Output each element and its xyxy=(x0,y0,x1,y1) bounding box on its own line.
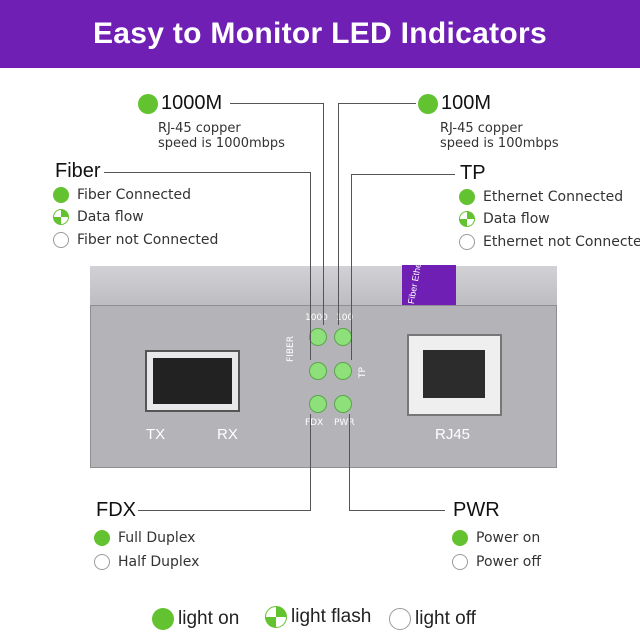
device-label-stamp: Fiber Ethernet xyxy=(402,247,456,305)
leader-line-1000 xyxy=(230,103,324,104)
pwr-item-label: Power off xyxy=(476,554,541,570)
led-100-label: 100 xyxy=(336,313,354,323)
leader-line-tp xyxy=(351,174,352,360)
led-on-icon xyxy=(459,189,475,205)
led-fdx-label: FDX xyxy=(305,418,324,428)
fdx-item-label: Full Duplex xyxy=(118,530,196,546)
fiber-item-label: Fiber not Connected xyxy=(77,232,219,248)
legend-light-flash: light flash xyxy=(265,606,371,628)
tp-item: Data flow xyxy=(459,211,550,227)
fdx-item-label: Half Duplex xyxy=(118,554,200,570)
led-fiber-label: FIBER xyxy=(286,336,296,362)
legend-label: light off xyxy=(415,608,476,629)
banner-title: Easy to Monitor LED Indicators xyxy=(92,17,548,50)
rj45-label: RJ45 xyxy=(435,426,471,443)
fiber-item-label: Fiber Connected xyxy=(77,187,192,203)
leader-line-100 xyxy=(338,103,339,325)
leader-line-fdx xyxy=(310,414,311,510)
led-tp xyxy=(334,362,352,380)
tp-item: Ethernet not Connected xyxy=(459,234,640,250)
tp-item-label: Ethernet Connected xyxy=(483,189,624,205)
pwr-item: Power on xyxy=(452,530,540,546)
fdx-title: FDX xyxy=(96,499,136,521)
legend-light-off: light off xyxy=(389,608,476,630)
led-100 xyxy=(334,328,352,346)
tp-item-label: Ethernet not Connected xyxy=(483,234,640,250)
speed-1000-title: 1000M xyxy=(161,92,223,114)
leader-line-fiber xyxy=(104,172,310,173)
led-fiber xyxy=(309,362,327,380)
led-pwr-label: PWR xyxy=(334,418,355,428)
speed-100-title: 100M xyxy=(441,92,492,114)
speed-1000-heading: 1000M xyxy=(138,92,222,115)
led-on-icon xyxy=(452,530,468,546)
fiber-title: Fiber xyxy=(55,160,101,182)
legend-label: light flash xyxy=(291,606,372,627)
fdx-item: Half Duplex xyxy=(94,554,199,570)
leader-line-pwr xyxy=(349,414,350,510)
leader-line-100 xyxy=(338,103,416,104)
leader-line-fdx xyxy=(138,510,311,511)
led-on-icon xyxy=(418,93,438,114)
leader-line-1000 xyxy=(323,103,324,325)
led-off-icon xyxy=(94,554,110,570)
speed-1000-desc: RJ-45 copper speed is 1000mbps xyxy=(158,121,285,151)
led-fdx xyxy=(309,395,327,413)
led-off-icon xyxy=(452,554,468,570)
led-tp-label: TP xyxy=(358,367,368,378)
led-on-icon xyxy=(94,530,110,546)
fiber-item: Fiber not Connected xyxy=(53,232,218,248)
tp-item-label: Data flow xyxy=(483,211,550,227)
fiber-item: Data flow xyxy=(53,209,144,225)
fdx-item: Full Duplex xyxy=(94,530,195,546)
leader-line-tp xyxy=(351,174,455,175)
tp-item: Ethernet Connected xyxy=(459,189,623,205)
led-flash-icon xyxy=(459,211,475,227)
leader-line-pwr xyxy=(349,510,445,511)
led-flash-icon xyxy=(265,606,287,628)
legend-light-on: light on xyxy=(152,608,239,630)
led-off-icon xyxy=(389,608,411,630)
rj45-port xyxy=(407,334,502,416)
leader-line-fiber xyxy=(310,172,311,360)
led-on-icon xyxy=(152,608,174,630)
fiber-item-label: Data flow xyxy=(77,209,144,225)
tx-label: TX xyxy=(146,426,166,443)
led-off-icon xyxy=(459,234,475,250)
speed-100-heading: 100M xyxy=(418,92,491,115)
speed-100-desc: RJ-45 copper speed is 100mbps xyxy=(440,121,559,151)
led-1000 xyxy=(309,328,327,346)
pwr-title: PWR xyxy=(453,499,500,521)
pwr-item: Power off xyxy=(452,554,541,570)
rx-label: RX xyxy=(217,426,238,443)
tp-title: TP xyxy=(460,162,486,184)
pwr-item-label: Power on xyxy=(476,530,541,546)
led-on-icon xyxy=(53,187,69,203)
legend-label: light on xyxy=(178,608,240,629)
fiber-item: Fiber Connected xyxy=(53,187,191,203)
banner: Easy to Monitor LED Indicators xyxy=(0,0,640,68)
device-stamp-text: Fiber Ethernet xyxy=(406,246,426,305)
led-off-icon xyxy=(53,232,69,248)
led-pwr xyxy=(334,395,352,413)
led-1000-label: 1000 xyxy=(305,313,328,323)
led-flash-icon xyxy=(53,209,69,225)
sfp-port xyxy=(145,350,240,412)
led-on-icon xyxy=(138,93,158,114)
